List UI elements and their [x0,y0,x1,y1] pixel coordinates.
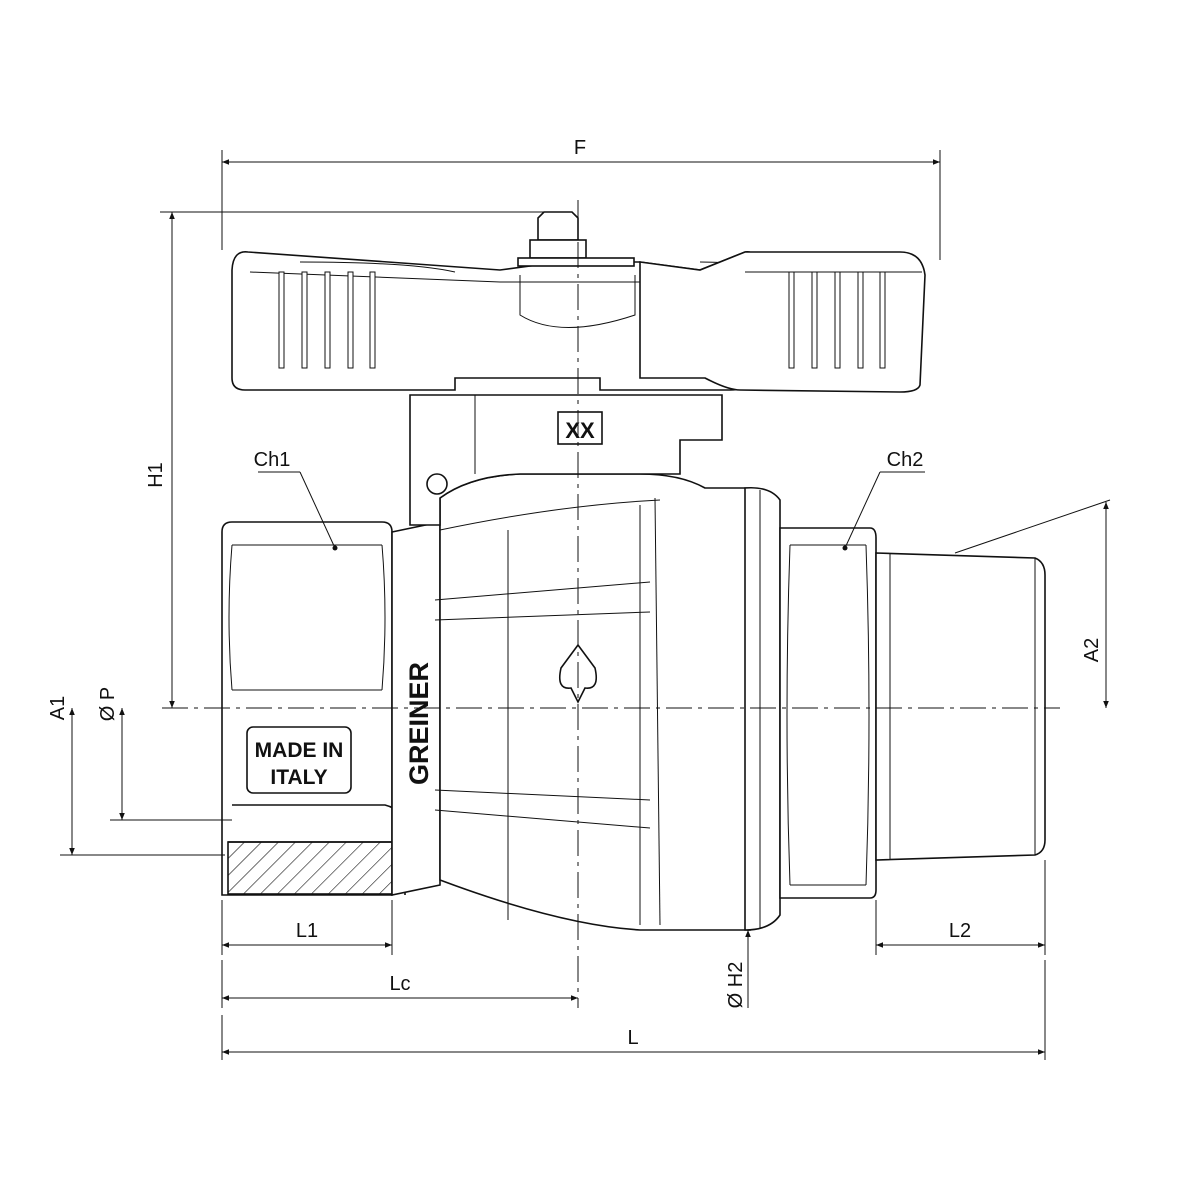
brand-marking: GREINER [404,662,434,785]
dim-A1-label: A1 [47,696,69,720]
dim-Lc-label: Lc [389,973,410,995]
origin-line2: ITALY [270,766,327,789]
dim-P-label: Ø P [97,687,119,721]
dim-L2: L2 [875,860,1046,955]
dim-F: F [221,137,941,260]
thread-hatch [227,841,395,895]
code-stamp: XX [557,411,603,445]
dim-L: L [221,960,1046,1060]
dim-L-label: L [627,1027,638,1049]
right-hex [779,527,877,899]
dim-Ch1-label: Ch1 [254,449,291,471]
central-body [439,473,751,931]
dim-Ch2-label: Ch2 [887,449,924,471]
union-nut [744,486,781,931]
dim-H2-label: Ø H2 [725,962,747,1009]
dim-H1: H1 [145,211,545,708]
butterfly-handle [231,211,886,391]
dim-L1: L1 [221,900,393,955]
valve-body [221,394,1046,931]
stop-hole [426,473,448,495]
origin-stamp: MADE IN ITALY [246,726,352,794]
dim-A2-label: A2 [1081,638,1103,662]
dim-L2-label: L2 [949,920,971,942]
dim-Lc: Lc [221,960,578,1008]
male-thread-end [875,552,1046,861]
dim-A1: A1 [47,696,225,856]
dim-P: Ø P [97,687,232,821]
dim-Ch1: Ch1 [254,449,338,551]
origin-line1: MADE IN [255,739,344,762]
dim-H1-label: H1 [145,462,167,488]
flow-direction-icon [558,643,598,704]
dim-H2: Ø H2 [725,930,751,1009]
dim-Ch2: Ch2 [842,449,925,551]
dim-A2: A2 [954,499,1111,708]
code-marking: XX [565,418,595,443]
dim-F-label: F [574,137,586,159]
dim-L1-label: L1 [296,920,318,942]
